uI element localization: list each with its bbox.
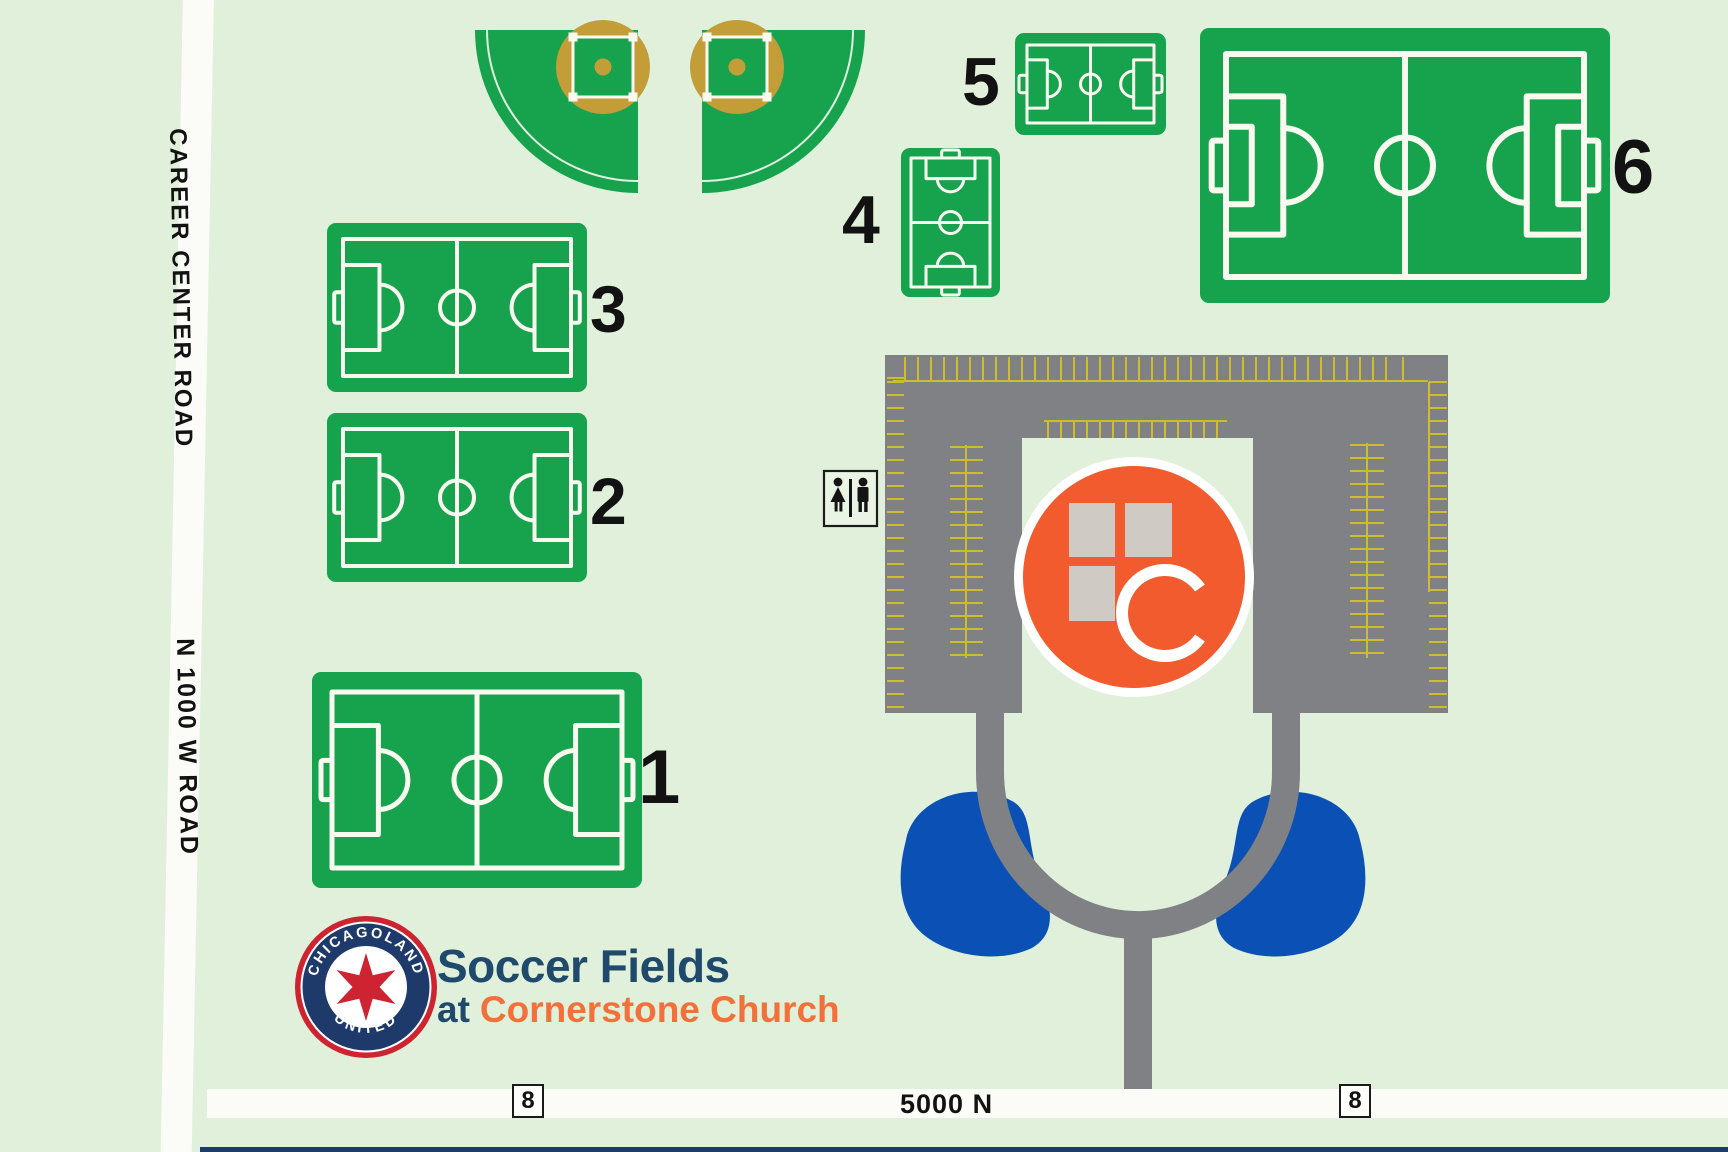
soccer-field-3 — [327, 223, 587, 392]
soccer-field-2 — [327, 413, 587, 582]
field-1-number: 1 — [638, 735, 681, 820]
pond-east — [1216, 791, 1366, 957]
baseball-field-west — [475, 20, 650, 193]
route-8-badge-east: 8 — [1339, 1084, 1371, 1118]
field-3-number: 3 — [590, 272, 627, 346]
soccer-field-6 — [1200, 28, 1610, 303]
chicagoland-united-logo: CHICAGOLAND UNITED — [295, 916, 437, 1058]
title-line1: Soccer Fields — [437, 940, 730, 992]
field-4-number: 4 — [842, 182, 880, 258]
soccer-field-5 — [1015, 33, 1166, 135]
field-6-number: 6 — [1612, 125, 1655, 210]
field-5-number: 5 — [962, 44, 1000, 120]
route-8-badge-west-label: 8 — [521, 1087, 535, 1114]
title-line2-highlight: Cornerstone Church — [479, 989, 840, 1030]
road-label-5000n: 5000 N — [900, 1089, 994, 1119]
field-2-number: 2 — [590, 464, 627, 538]
road-label-n1000w: N 1000 W ROAD — [171, 637, 204, 857]
chicago-star-icon — [336, 953, 396, 1021]
route-8-badge-west: 8 — [512, 1084, 544, 1118]
church-c-letter — [1116, 564, 1205, 662]
restroom-icon — [822, 469, 879, 528]
road-career-center — [160, 0, 214, 1152]
road-5000n — [207, 1089, 1728, 1118]
loop-drive — [976, 700, 1300, 939]
cornerstone-church-building — [1014, 457, 1254, 697]
road-label-career-center: CAREER CENTER ROAD — [164, 127, 198, 449]
baseball-field-east — [690, 20, 865, 193]
route-8-badge-east-label: 8 — [1348, 1087, 1362, 1114]
title-line2-prefix: at — [437, 989, 470, 1030]
map-edge-strip — [200, 1147, 1728, 1152]
soccer-field-4 — [901, 148, 1000, 297]
soccer-field-1 — [312, 672, 642, 888]
entrance-drive — [1124, 922, 1152, 1090]
parking-lot — [885, 355, 1448, 713]
